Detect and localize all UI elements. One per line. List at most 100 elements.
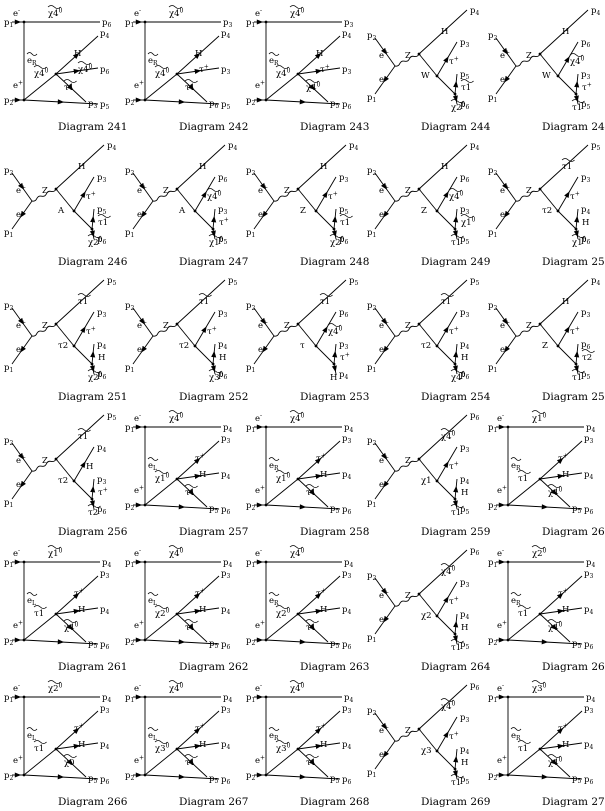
mid-output-momentum: p5: [209, 504, 218, 515]
bottom-output-momentum: p6: [100, 775, 109, 786]
tilde-mark: [531, 545, 545, 549]
top-edge-particle: χ40: [169, 413, 184, 425]
mid-edge-particle: τ1: [34, 744, 44, 754]
output-momentum-2: p4: [460, 475, 469, 486]
input-momentum-top: p2: [4, 436, 13, 447]
outgoing-line-0: [418, 549, 468, 595]
internal-line-2: [436, 480, 456, 500]
s-channel-boson-label: Z: [526, 186, 532, 196]
arrow-head: [498, 772, 506, 778]
particle-superscript: +: [563, 453, 568, 460]
momentum-index: 6: [344, 312, 348, 319]
fan-output-momentum-1: p4: [221, 605, 230, 616]
momentum-index: 2: [9, 440, 13, 447]
fan-output-momentum-1: p4: [221, 470, 230, 481]
electron-charge: -: [263, 344, 265, 351]
arrow-head: [66, 623, 74, 631]
fan-particle-0: τ+: [316, 723, 326, 735]
output-momentum-0: p6: [470, 411, 479, 422]
momentum-index: 4: [105, 609, 109, 616]
momentum-index: 4: [347, 744, 351, 751]
arrow-head: [73, 68, 81, 74]
momentum-index: 3: [347, 438, 351, 445]
arrow-head: [541, 639, 549, 645]
mid-edge-particle: χ30: [276, 743, 291, 755]
top-output-momentum: p4: [586, 693, 595, 704]
particle-superscript: 0: [59, 8, 63, 15]
mid-edge-particle: τ1: [34, 609, 44, 619]
internal-line: [297, 188, 317, 212]
particle-superscript: 0: [287, 68, 291, 75]
selectron-label: eL: [148, 596, 157, 607]
tilde-mark: [305, 754, 319, 758]
z-boson-line: [273, 323, 299, 337]
arrow-head: [381, 47, 387, 55]
arrow-head: [20, 480, 26, 488]
arrow-head: [443, 731, 449, 739]
top-edge-particle: χ40: [169, 8, 184, 20]
momentum-index: 1: [130, 562, 134, 569]
particle-superscript: 0: [180, 413, 184, 420]
arrow-head: [331, 365, 337, 373]
internal-line: [418, 53, 438, 77]
electron-charge: -: [139, 683, 141, 690]
z-boson-line: [273, 188, 299, 202]
selectron-label: eR: [511, 731, 521, 742]
mid-output-momentum: p5: [330, 774, 339, 785]
output-momentum-3: p6: [581, 235, 590, 246]
momentum-index: 2: [372, 440, 376, 447]
arrow-head: [256, 637, 264, 643]
tilde-mark: [275, 605, 289, 609]
tilde-mark: [77, 61, 91, 65]
secondary-propagator-label: Z: [300, 206, 306, 216]
tilde-mark: [440, 698, 454, 702]
momentum-index: 3: [589, 438, 593, 445]
selectron-index: L: [153, 600, 157, 607]
arrow-head: [541, 774, 549, 780]
incoming-top-label: e+: [16, 320, 26, 332]
momentum-index: 4: [344, 374, 348, 381]
input-momentum-top: p1: [488, 693, 497, 704]
momentum-index: 3: [223, 312, 227, 319]
arrow-head: [194, 743, 202, 749]
momentum-index: 4: [105, 744, 109, 751]
outgoing-line-0: [418, 684, 468, 730]
arrow-head: [381, 452, 387, 460]
momentum-index: 3: [347, 573, 351, 580]
incoming-top-label: e-: [134, 683, 141, 695]
input-momentum-bottom: p2: [246, 771, 255, 782]
output-momentum-1: p3: [460, 308, 469, 319]
arrow-head: [556, 727, 564, 735]
arrow-head: [314, 52, 322, 60]
incoming-bottom-label: e+: [134, 485, 144, 497]
particle-superscript: +: [91, 326, 96, 333]
electron-charge: -: [21, 209, 23, 216]
tilde-mark: [289, 5, 303, 9]
outgoing-line-0: [55, 279, 105, 325]
electron-charge: +: [139, 80, 144, 87]
input-momentum-top: p2: [125, 166, 134, 177]
momentum-index: 4: [347, 474, 351, 481]
tilde-mark: [184, 754, 198, 758]
momentum-index: 5: [596, 145, 600, 152]
electron-charge: +: [260, 80, 265, 87]
momentum-index: 4: [105, 33, 109, 40]
arrow-head: [14, 19, 22, 25]
tilde-mark: [547, 619, 561, 623]
momentum-index: 1: [493, 697, 497, 704]
momentum-index: 3: [226, 438, 230, 445]
arrow-head: [80, 326, 86, 334]
momentum-index: 2: [372, 170, 376, 177]
incoming-bottom-label: e-: [258, 209, 265, 221]
electron-charge: -: [505, 74, 507, 81]
incoming-top-label: e-: [497, 683, 504, 695]
bottom-output-momentum: p6: [221, 775, 230, 786]
output-momentum-1: p3: [97, 308, 106, 319]
momentum-index: 6: [105, 644, 109, 651]
fan-output-momentum-0: p3: [584, 569, 593, 580]
momentum-index: 4: [347, 609, 351, 616]
